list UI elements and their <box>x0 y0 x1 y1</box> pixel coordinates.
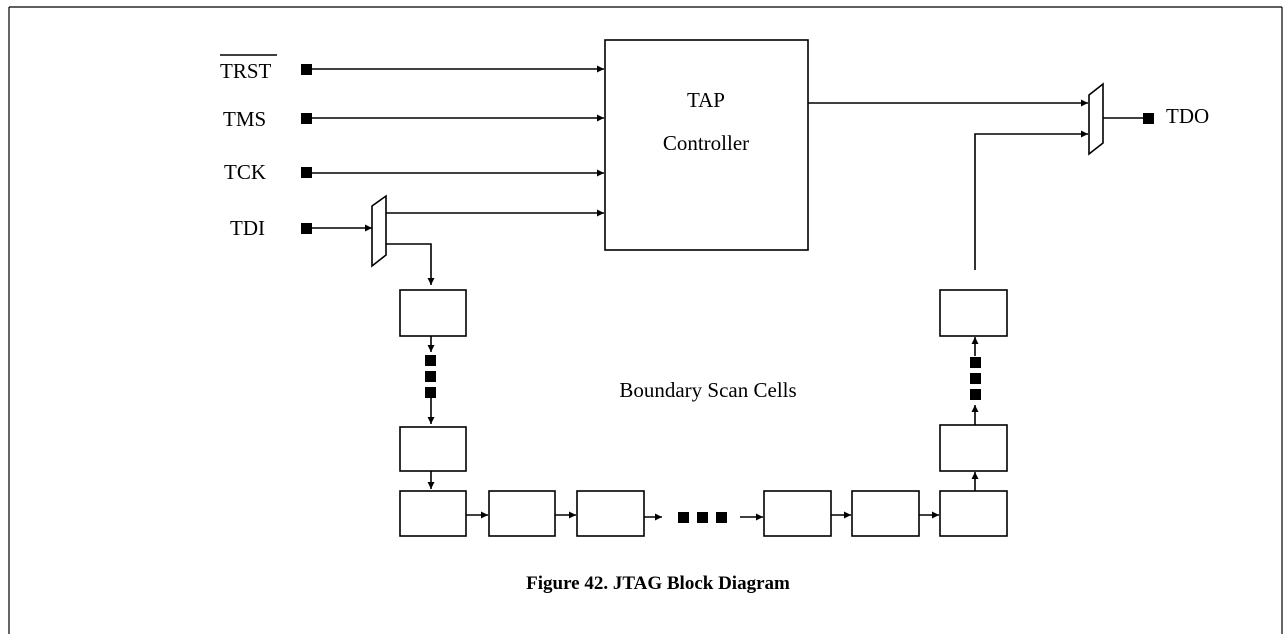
scan-to-mux-arrow <box>974 130 1088 270</box>
boundary-scan-label: Boundary Scan Cells <box>619 378 796 402</box>
scan-cell-bottom-3 <box>576 490 645 537</box>
tap-controller-subtitle: Controller <box>663 131 749 155</box>
scan-cell-left-mid <box>399 426 467 472</box>
tap-controller-title: TAP <box>687 88 725 112</box>
scan-cell-bottom-6 <box>939 490 1008 537</box>
tdi-pin <box>301 223 312 234</box>
tap-controller-box <box>604 39 809 251</box>
scan-cell-right-top <box>939 289 1008 337</box>
tck-pin <box>301 167 312 178</box>
scan-cell-right-mid <box>939 424 1008 472</box>
scan-cell-bottom-5 <box>851 490 920 537</box>
scan-cell-bottom-1 <box>399 490 467 537</box>
tdi-label: TDI <box>230 216 265 240</box>
tms-pin <box>301 113 312 124</box>
ellipsis-dot <box>697 512 708 523</box>
ellipsis-dot <box>678 512 689 523</box>
tdo-pin <box>1143 113 1154 124</box>
figure-caption: Figure 42. JTAG Block Diagram <box>526 573 790 594</box>
tms-label: TMS <box>223 107 266 131</box>
ellipsis-dot <box>970 373 981 384</box>
ellipsis-dot <box>716 512 727 523</box>
scan-cell-left-top <box>399 289 467 337</box>
page-frame <box>8 6 1283 634</box>
ellipsis-dot <box>970 389 981 400</box>
scan-cell-bottom-4 <box>763 490 832 537</box>
tck-label: TCK <box>224 160 266 184</box>
tdo-mux <box>1088 82 1104 156</box>
ellipsis-dot <box>425 355 436 366</box>
ellipsis-dot <box>970 357 981 368</box>
trst-pin <box>301 64 312 75</box>
tdi-demux <box>371 194 387 268</box>
trst-label: TRST <box>220 59 272 83</box>
ellipsis-dot <box>425 371 436 382</box>
scan-cell-bottom-2 <box>488 490 556 537</box>
ellipsis-dot <box>425 387 436 398</box>
demux-to-scan-arrow <box>386 243 435 285</box>
tdo-label: TDO <box>1166 104 1209 128</box>
